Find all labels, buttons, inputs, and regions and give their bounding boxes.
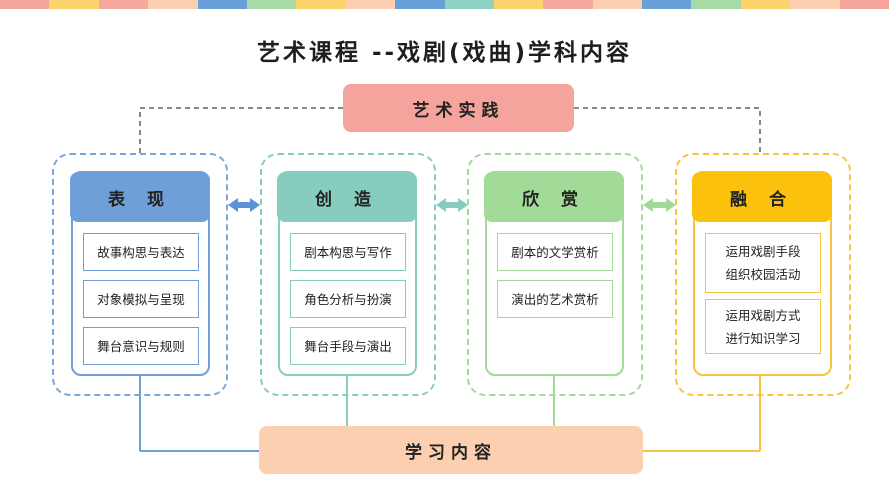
top-bar-segment — [543, 0, 593, 9]
module-appreciate-group — [467, 153, 643, 396]
module-appreciate-header: 欣 赏 — [484, 172, 624, 222]
arrow-create-appreciate — [436, 198, 468, 212]
module-integrate-item: 运用戏剧方式进行知识学习 — [705, 299, 821, 354]
top-bar-segment — [642, 0, 692, 9]
top-bar-segment — [839, 0, 889, 9]
top-bar-segment — [0, 0, 50, 9]
top-bar-segment — [197, 0, 247, 9]
top-bar-segment — [592, 0, 643, 9]
module-create-header: 创 造 — [277, 172, 417, 222]
top-bar-segment — [148, 0, 198, 9]
practice-connector-left — [139, 107, 343, 153]
top-bar-segment — [49, 0, 99, 9]
top-bar-segment — [691, 0, 741, 9]
learning-content-banner: 学习内容 — [259, 426, 643, 474]
top-bar-segment — [790, 0, 840, 9]
module-express-item: 对象模拟与呈现 — [83, 280, 199, 318]
top-bar-segment — [493, 0, 544, 9]
module-appreciate-item: 剧本的文学赏析 — [497, 233, 613, 271]
module-express-item: 故事构思与表达 — [83, 233, 199, 271]
practice-connector-right — [574, 107, 761, 153]
page-title: 艺术课程 --戏剧(戏曲)学科内容 — [256, 40, 633, 66]
top-bar-segment — [98, 0, 149, 9]
module-integrate-group — [675, 153, 851, 396]
top-bar-segment — [246, 0, 297, 9]
module-appreciate-item: 演出的艺术赏析 — [497, 280, 613, 318]
arrow-express-create — [228, 198, 260, 212]
module-express-header: 表 现 — [70, 172, 210, 222]
module-express-item: 舞台意识与规则 — [83, 327, 199, 365]
top-bar-segment — [345, 0, 396, 9]
module-create-group — [260, 153, 436, 396]
module-integrate-item: 运用戏剧手段组织校园活动 — [705, 233, 821, 293]
module-integrate-header: 融 合 — [692, 172, 832, 222]
top-bar-segment — [444, 0, 494, 9]
module-create-item: 剧本构思与写作 — [290, 233, 406, 271]
top-bar-segment — [395, 0, 445, 9]
top-bar-segment — [296, 0, 346, 9]
module-express-group — [52, 153, 228, 396]
module-create-item: 角色分析与扮演 — [290, 280, 406, 318]
module-create-item: 舞台手段与演出 — [290, 327, 406, 365]
top-bar-segment — [740, 0, 791, 9]
practice-banner: 艺术实践 — [343, 84, 574, 132]
top-color-bar — [0, 0, 889, 9]
arrow-appreciate-integrate — [643, 198, 676, 212]
